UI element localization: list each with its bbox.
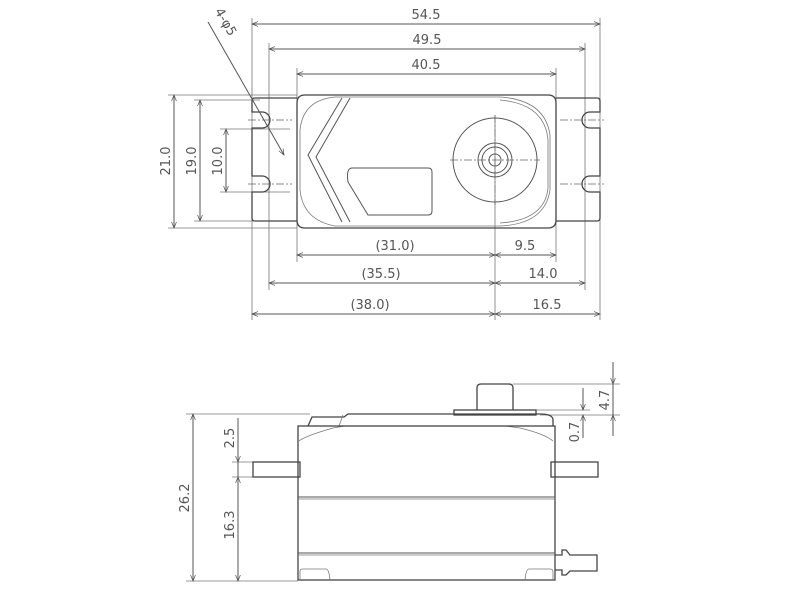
dim-54-5: 54.5 xyxy=(412,8,441,23)
top-dimension-lines xyxy=(171,21,601,317)
top-view: 54.5 49.5 40.5 21.0 19.0 10.0 4-φ5 (31.0… xyxy=(159,6,604,320)
label-window xyxy=(347,167,433,216)
cover-outline xyxy=(299,96,551,227)
dim-10-0: 10.0 xyxy=(211,147,226,176)
dim-40-5: 40.5 xyxy=(412,58,441,73)
top-cap xyxy=(307,413,554,427)
left-tab-side xyxy=(252,461,301,478)
dim-35-5: (35.5) xyxy=(361,267,400,282)
case-body xyxy=(297,425,556,581)
dim-16-3: 16.3 xyxy=(223,511,238,540)
case-outline xyxy=(296,94,557,229)
output-spline-side xyxy=(476,383,514,410)
side-dimension-lines xyxy=(190,362,616,582)
dim-9-5: 9.5 xyxy=(515,239,536,254)
dim-4-7: 4.7 xyxy=(598,390,613,411)
bottom-foot-left xyxy=(299,568,331,581)
dim-49-5: 49.5 xyxy=(413,33,442,48)
bottom-foot-right xyxy=(524,568,554,581)
dim-21-0: 21.0 xyxy=(159,147,174,176)
dim-31-0: (31.0) xyxy=(375,239,414,254)
wire-connector xyxy=(555,549,598,576)
dim-26-2: 26.2 xyxy=(178,484,193,513)
dim-16-5: 16.5 xyxy=(533,298,562,313)
dim-38-0: (38.0) xyxy=(350,298,389,313)
side-view: 26.2 2.5 16.3 4.7 0.7 xyxy=(178,362,620,582)
dim-14-0: 14.0 xyxy=(529,267,558,282)
right-tab-side xyxy=(550,461,599,478)
dim-19-0: 19.0 xyxy=(185,147,200,176)
dim-2-5: 2.5 xyxy=(223,428,238,449)
left-mount-tab xyxy=(251,97,297,222)
chevron-ridge xyxy=(307,97,351,223)
cover-right-ridge xyxy=(499,99,549,224)
cap-bevel xyxy=(298,414,554,442)
dim-0-7: 0.7 xyxy=(568,422,583,443)
right-mount-tab xyxy=(556,97,601,222)
horn-base-side xyxy=(453,409,537,416)
